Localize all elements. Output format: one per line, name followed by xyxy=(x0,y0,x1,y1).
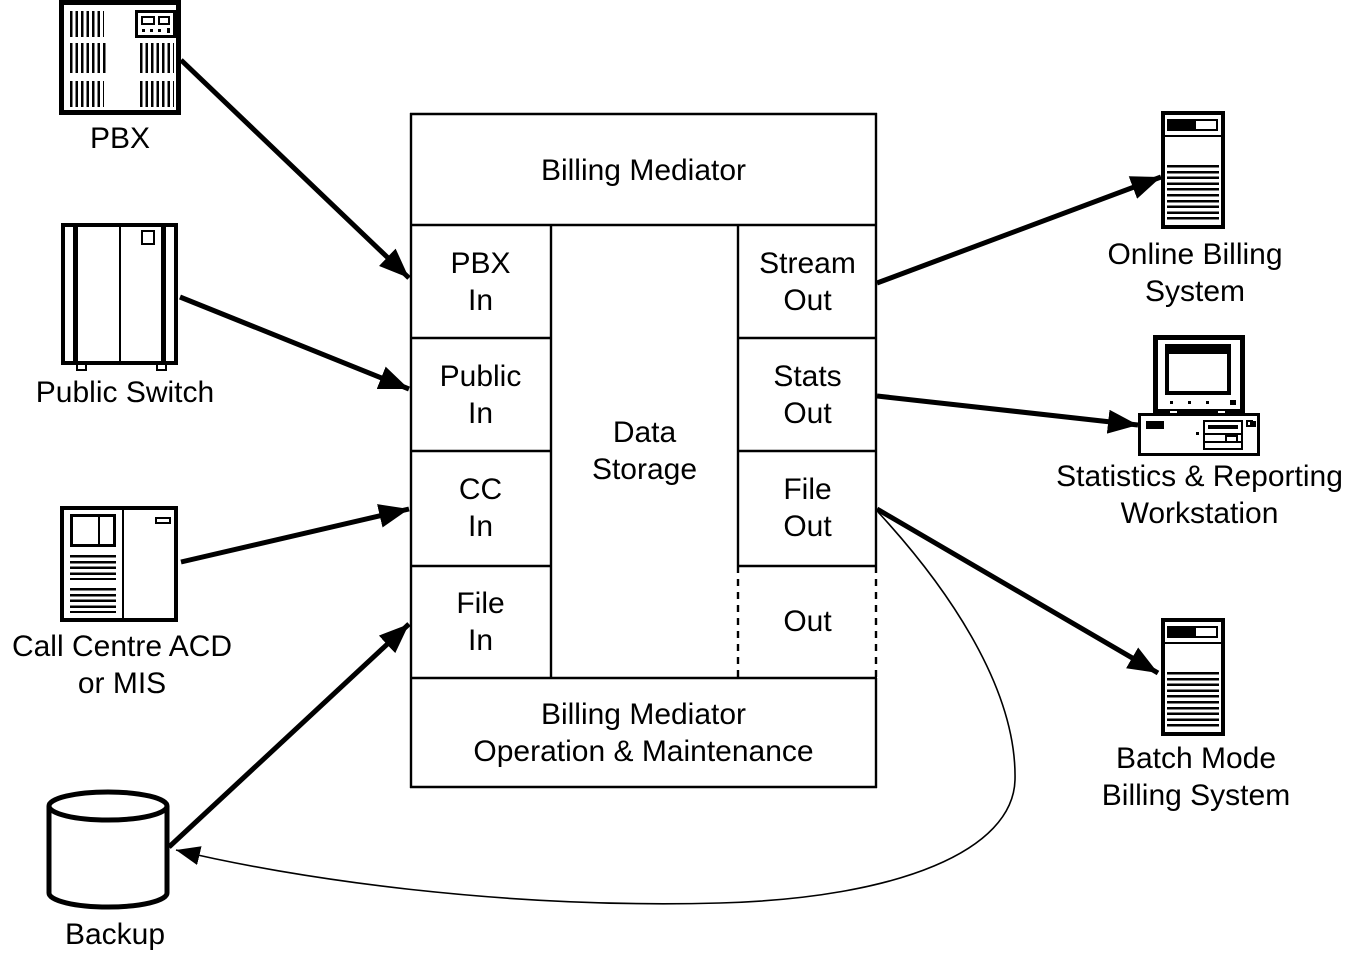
pbx-slot-bank xyxy=(70,43,106,73)
bezel-dot xyxy=(1170,401,1173,404)
drive-slot-dark xyxy=(1208,425,1238,429)
bezel-dot xyxy=(1206,401,1209,404)
stats-workstation-label: Statistics & Reporting Workstation xyxy=(1056,460,1343,530)
cabinet-rail xyxy=(73,227,78,361)
cabinet-vent-square xyxy=(141,230,155,245)
unit-switch-dark xyxy=(1250,421,1256,427)
port-stream-out: Stream Out xyxy=(759,247,856,317)
backup-label: Backup xyxy=(64,918,166,951)
server-display-pane xyxy=(73,517,100,544)
pbx-cabinet-icon xyxy=(59,0,181,115)
arrow-stream-out-to-online-billing xyxy=(876,174,1162,286)
pbx-slot-bank xyxy=(70,81,104,107)
batch-billing-label: Batch Mode Billing System xyxy=(1101,742,1291,812)
server-vents xyxy=(70,555,116,580)
port-file-in: File In xyxy=(456,587,505,657)
arrow-call-centre-to-cc-in xyxy=(180,504,410,565)
drive-slot-line xyxy=(1205,441,1241,443)
panel-display xyxy=(141,16,155,25)
port-file-out: File Out xyxy=(783,473,832,543)
data-storage-label: Data Storage xyxy=(591,416,698,486)
server-display xyxy=(70,514,116,547)
drive-button xyxy=(1225,435,1238,443)
arrow-backup-to-file-in xyxy=(167,622,411,849)
port-cc-in: CC In xyxy=(458,473,503,543)
mediator-footer: Billing Mediator Operation & Maintenance xyxy=(473,698,814,768)
online-billing-label: Online Billing System xyxy=(1107,238,1283,308)
tower-badge-dark xyxy=(1167,119,1194,131)
panel-dot xyxy=(142,29,145,32)
pbx-label: PBX xyxy=(89,122,151,155)
call-centre-server-icon xyxy=(60,506,178,622)
unit-drive-bay xyxy=(1203,420,1243,450)
cabinet-rail xyxy=(161,227,166,361)
panel-display xyxy=(158,16,170,25)
port-pbx-in: PBX In xyxy=(450,247,511,317)
arrow-file-out-to-backup xyxy=(175,511,1016,905)
tower-badge-light xyxy=(1194,119,1218,131)
server-vents xyxy=(70,588,116,613)
port-stats-out: Stats Out xyxy=(773,360,842,430)
unit-badge xyxy=(1146,421,1164,429)
tower-vents xyxy=(1167,672,1219,727)
unit-dot xyxy=(1196,432,1199,435)
arrow-public-switch-to-public-in xyxy=(179,294,410,392)
arrow-pbx-to-pbx-in xyxy=(179,58,411,280)
server-slot xyxy=(155,517,171,524)
backup-cylinder-icon xyxy=(46,789,170,910)
call-centre-label: Call Centre ACD or MIS xyxy=(11,630,233,700)
workstation-monitor-icon xyxy=(1153,335,1245,414)
mediator-frame xyxy=(409,112,878,789)
public-switch-label: Public Switch xyxy=(35,376,215,409)
online-billing-tower-icon xyxy=(1161,111,1225,229)
cabinet-door-split xyxy=(119,227,121,361)
pbx-slot-bank xyxy=(140,43,174,73)
panel-dot xyxy=(167,28,170,33)
tower-vents xyxy=(1167,165,1219,220)
cylinder-top xyxy=(46,789,170,823)
cylinder-body xyxy=(46,806,170,910)
drive-slot-line xyxy=(1205,433,1241,435)
tower-band-line xyxy=(1165,642,1221,644)
workstation-system-unit-icon xyxy=(1138,413,1260,456)
tower-badge-light xyxy=(1194,626,1218,638)
mediator-title: Billing Mediator xyxy=(540,154,747,187)
pbx-slot-bank xyxy=(70,11,104,37)
screen-titlebar xyxy=(1169,348,1227,354)
arrow-file-out-to-batch-billing xyxy=(875,506,1160,676)
tower-band-line xyxy=(1165,135,1221,137)
panel-dot xyxy=(158,29,161,32)
port-public-in: Public In xyxy=(439,360,522,430)
pbx-slot-bank xyxy=(140,81,174,107)
server-panel-split xyxy=(122,510,124,618)
monitor-screen xyxy=(1165,344,1231,395)
public-switch-cabinet-icon xyxy=(61,223,178,365)
monitor-power-led xyxy=(1230,400,1236,405)
bezel-dot xyxy=(1188,401,1191,404)
cabinet-foot xyxy=(76,363,87,371)
batch-billing-tower-icon xyxy=(1161,618,1225,736)
tower-badge-dark xyxy=(1167,626,1194,638)
panel-dot xyxy=(150,29,153,32)
pbx-control-panel xyxy=(135,10,176,38)
port-out-dashed: Out xyxy=(783,605,832,638)
cabinet-foot xyxy=(156,363,167,371)
arrow-stats-out-to-workstation xyxy=(876,393,1139,434)
